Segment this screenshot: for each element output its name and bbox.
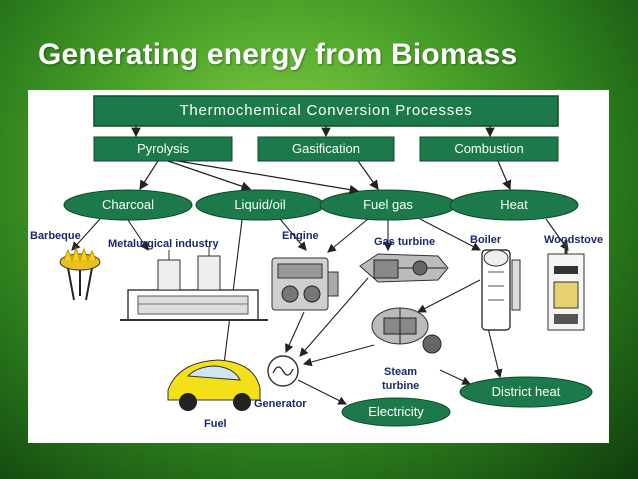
output-ellipse-district-heat bbox=[459, 376, 593, 408]
barbeque-icon bbox=[59, 246, 101, 301]
product-label-liquid: Liquid/oil bbox=[234, 197, 286, 212]
furnace-icon bbox=[120, 246, 268, 321]
process-box-pyrolysis bbox=[93, 136, 233, 162]
diagram-svg bbox=[59, 95, 593, 427]
arrow bbox=[487, 327, 503, 379]
arrow bbox=[497, 160, 512, 191]
header-label: Thermochemical Conversion Processes bbox=[179, 102, 473, 119]
boiler-icon bbox=[481, 249, 521, 331]
output-ellipse-electricity bbox=[341, 397, 451, 427]
arrow bbox=[167, 160, 252, 191]
woodstove-icon bbox=[547, 240, 585, 331]
gas-turbine-icon bbox=[359, 253, 449, 283]
use-label-woodstove: Woodstove bbox=[544, 234, 604, 246]
use-label-gas-turbine: Gas turbine bbox=[374, 236, 436, 248]
use-label-engine: Engine bbox=[282, 230, 319, 242]
output-label-electricity: Electricity bbox=[368, 404, 424, 419]
diagram-panel: Thermochemical Conversion Processes Pyro… bbox=[28, 90, 609, 443]
arrow bbox=[439, 369, 471, 385]
arrow bbox=[357, 160, 379, 190]
arrow bbox=[327, 218, 369, 253]
arrow bbox=[127, 219, 149, 251]
arrow bbox=[297, 379, 347, 405]
use-label-barbeque: Barbeque bbox=[30, 230, 81, 242]
arrow bbox=[417, 279, 481, 313]
use-label-steam-2: turbine bbox=[382, 380, 420, 392]
use-label-generator: Generator bbox=[254, 398, 307, 410]
use-label-steam-1: Steam bbox=[384, 366, 418, 378]
arrow bbox=[71, 218, 101, 251]
steam-turbine-icon bbox=[371, 307, 442, 354]
use-label-metallurgical: Metalurgical industry bbox=[108, 238, 219, 250]
engine-icon bbox=[271, 257, 339, 311]
use-label-boiler: Boiler bbox=[470, 234, 502, 246]
arrow bbox=[285, 311, 305, 354]
arrow bbox=[279, 218, 307, 251]
process-box-combustion bbox=[419, 136, 559, 162]
product-label-heat: Heat bbox=[500, 197, 528, 212]
product-ellipse-heat bbox=[449, 189, 579, 221]
header-box bbox=[93, 95, 559, 127]
generator-icon bbox=[267, 355, 299, 387]
arrow bbox=[545, 218, 569, 251]
car-icon bbox=[167, 359, 261, 411]
arrow bbox=[419, 218, 481, 251]
product-label-fuelgas: Fuel gas bbox=[363, 197, 413, 212]
arrow bbox=[139, 160, 159, 191]
use-label-fuel: Fuel bbox=[204, 418, 227, 430]
process-label-pyrolysis: Pyrolysis bbox=[136, 141, 189, 156]
output-label-district-heat: District heat bbox=[491, 384, 561, 399]
arrow bbox=[302, 344, 375, 367]
process-label-gasification: Gasification bbox=[292, 141, 360, 156]
product-label-charcoal: Charcoal bbox=[101, 197, 155, 212]
arrow bbox=[299, 277, 369, 357]
slide-title: Generating energy from Biomass bbox=[38, 38, 518, 71]
process-label-combustion: Combustion bbox=[454, 141, 524, 156]
arrow bbox=[177, 160, 360, 195]
